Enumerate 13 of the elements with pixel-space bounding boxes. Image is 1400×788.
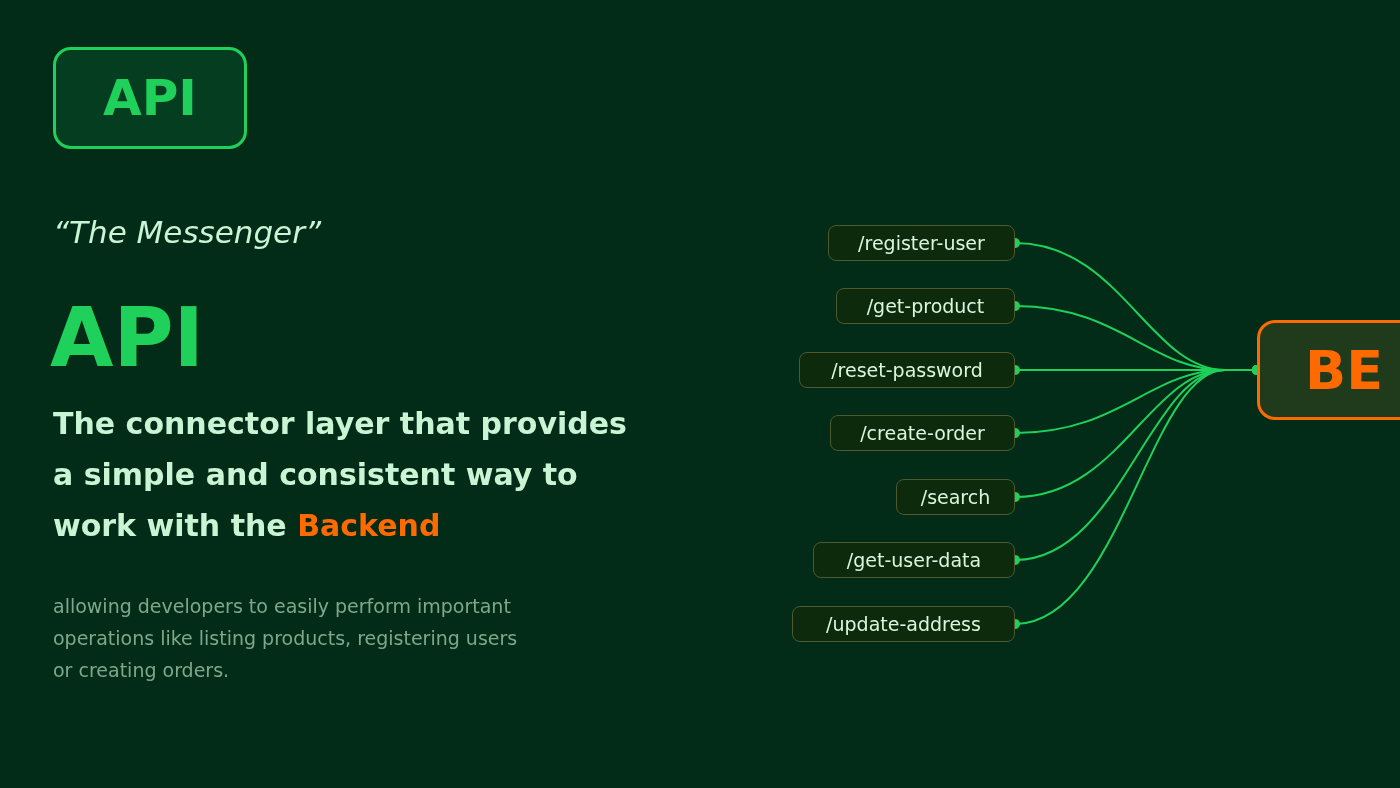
api-badge: API xyxy=(53,47,247,149)
endpoint-box: /get-user-data xyxy=(813,542,1015,578)
quote-text: “The Messenger” xyxy=(53,214,321,250)
subheading: The connector layer that provides a simple and consistent way to work with the Backend xyxy=(53,405,628,545)
endpoint-box: /register-user xyxy=(828,225,1015,261)
endpoint-box: /update-address xyxy=(792,606,1015,642)
description-text: allowing developers to easily perform important operations like listing products, registering users or creating orders. xyxy=(53,594,519,683)
endpoint-box: /search xyxy=(896,479,1015,515)
backend-box: BE xyxy=(1257,320,1400,420)
endpoint-box: /create-order xyxy=(830,415,1015,451)
endpoint-box: /get-product xyxy=(836,288,1015,324)
endpoint-box: /reset-password xyxy=(799,352,1015,388)
heading: API xyxy=(50,290,205,385)
